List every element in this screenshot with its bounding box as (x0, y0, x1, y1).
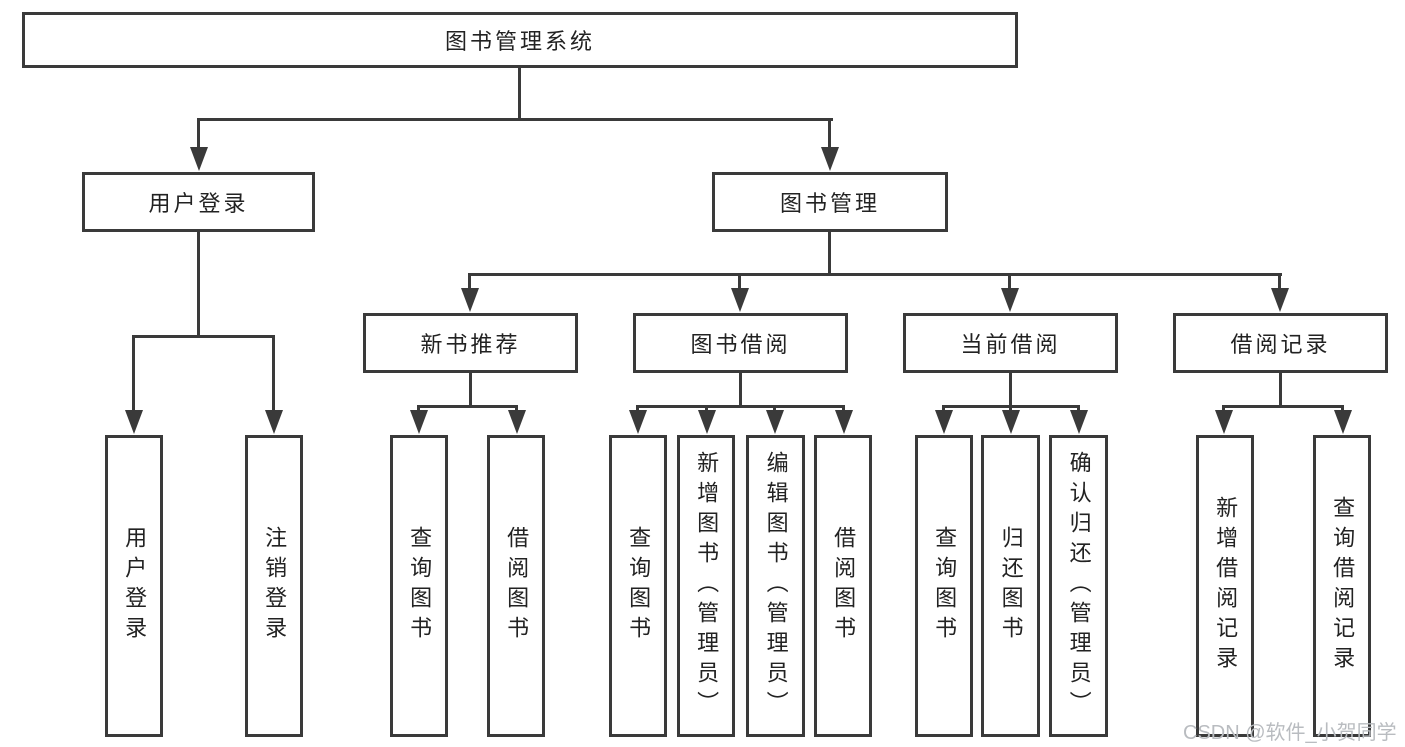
leaf-confirm-return-admin: 确认归还（管理员） (1049, 435, 1108, 737)
connector-book-borrow-hline (637, 405, 845, 408)
node-book-management: 图书管理 (712, 172, 948, 232)
connector-borrow-record-stub (1279, 373, 1282, 405)
connector-new-book-rec-stub (469, 373, 472, 405)
arrow-to-user-login (197, 118, 200, 148)
arrow-to-leaf-user-login (132, 335, 135, 411)
arrow-to-borrow-record (1278, 273, 1281, 289)
leaf-query-book-recommend: 查询图书 (390, 435, 448, 737)
arrow-to-leaf-add-borrow-record (1222, 405, 1225, 411)
connector-new-book-rec-hline (418, 405, 518, 408)
arrow-to-leaf-confirm-return-admin (1077, 405, 1080, 411)
connector-level3-hline (469, 273, 1282, 276)
leaf-logout-login: 注销登录 (245, 435, 303, 737)
arrow-to-leaf-add-book-admin (705, 405, 708, 411)
connector-user-login-stub (197, 232, 200, 335)
arrow-to-leaf-query-book-borrow (636, 405, 639, 411)
csdn-watermark: CSDN @软件_小贺同学 (1183, 722, 1397, 744)
arrow-to-leaf-return-book (1009, 405, 1012, 411)
connector-current-borrow-stub (1009, 373, 1012, 405)
leaf-borrow-book-borrowing: 借阅图书 (814, 435, 872, 737)
connector-book-borrow-stub (739, 373, 742, 405)
connector-borrow-record-hline (1222, 405, 1344, 408)
leaf-edit-book-admin: 编辑图书（管理员） (746, 435, 805, 737)
arrow-to-book-mgmt (828, 118, 831, 148)
arrow-to-book-borrow (738, 273, 741, 289)
node-current-borrowing: 当前借阅 (903, 313, 1118, 373)
connector-user-login-hline (133, 335, 275, 338)
arrow-to-leaf-logout-login (272, 335, 275, 411)
arrow-to-leaf-borrow-book-borrow (842, 405, 845, 411)
connector-level2-hline (197, 118, 833, 121)
leaf-query-borrow-record: 查询借阅记录 (1313, 435, 1371, 737)
leaf-user-login: 用户登录 (105, 435, 163, 737)
arrow-to-leaf-query-book-current (942, 405, 945, 411)
connector-root-stub (518, 68, 521, 118)
arrow-to-new-book-rec (468, 273, 471, 289)
leaf-query-book-current: 查询图书 (915, 435, 973, 737)
connector-book-mgmt-stub (828, 232, 831, 273)
arrow-to-current-borrow (1008, 273, 1011, 289)
arrow-to-leaf-query-book-rec (417, 405, 420, 411)
leaf-add-book-admin: 新增图书（管理员） (677, 435, 735, 737)
arrow-to-leaf-query-borrow-record (1341, 405, 1344, 411)
node-new-book-recommend: 新书推荐 (363, 313, 578, 373)
node-borrow-records: 借阅记录 (1173, 313, 1388, 373)
leaf-return-book: 归还图书 (981, 435, 1040, 737)
arrow-to-leaf-edit-book-admin (773, 405, 776, 411)
leaf-query-book-borrowing: 查询图书 (609, 435, 667, 737)
node-user-login: 用户登录 (82, 172, 315, 232)
node-root-library-system: 图书管理系统 (22, 12, 1018, 68)
node-book-borrowing: 图书借阅 (633, 313, 848, 373)
leaf-add-borrow-record: 新增借阅记录 (1196, 435, 1254, 737)
arrow-to-leaf-borrow-book-rec (515, 405, 518, 411)
leaf-borrow-book-recommend: 借阅图书 (487, 435, 545, 737)
